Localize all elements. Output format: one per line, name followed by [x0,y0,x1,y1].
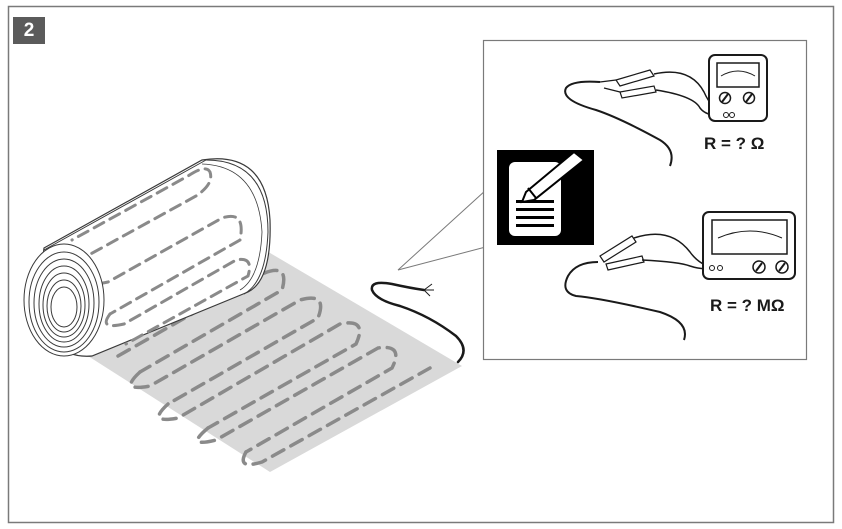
insulation-tester-knob-left [752,260,766,274]
ohmmeter [564,54,768,167]
cold-lead-wire-ends [423,283,434,297]
upper-test-cable [564,80,673,167]
outer-frame [7,5,835,524]
insulation-tester-knob-right [775,260,789,274]
cold-lead-cable [370,281,465,364]
lower-test-cable [564,261,686,341]
ohmmeter-display [716,62,760,88]
step-number-badge: 2 [13,17,45,44]
roll-top-edge [43,159,207,251]
mat-heating-cable [116,268,432,467]
insulation-tester-jack [709,265,715,271]
manual-document-icon [497,150,594,245]
roll-end-spiral [23,243,105,357]
insulation-tester-display [711,219,788,255]
roll-right-edge-inner [201,163,263,291]
insulation-resistance-formula-label: R = ? MΩ [710,296,785,315]
insulation-tester-jack [717,265,723,271]
ohmmeter-knob-left [718,91,732,105]
heating-mat-roll [23,158,271,357]
lower-test-clips [599,235,645,271]
ohmmeter-jack [723,112,729,118]
ohmmeter-knob-right [742,91,756,105]
callout-lines [397,179,498,271]
roll-right-edge [205,159,269,295]
upper-test-clips [599,69,657,99]
ohmmeter-jack [729,112,735,118]
insulation-tester [564,211,796,341]
resistance-formula-label: R = ? Ω [704,134,765,153]
